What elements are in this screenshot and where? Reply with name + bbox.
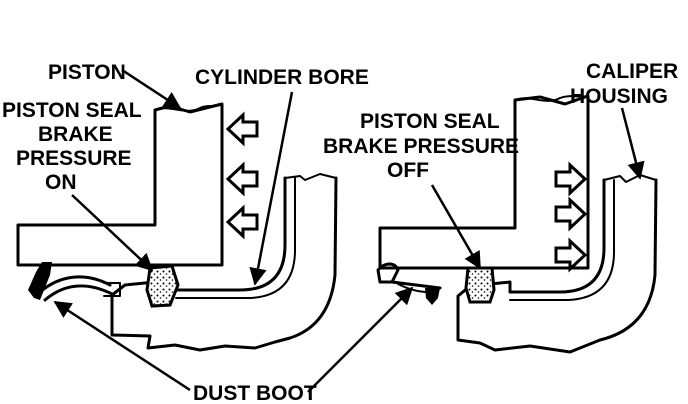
dust-boot-right-bead — [425, 288, 440, 305]
dust-boot-left — [28, 262, 52, 300]
dust-boot-right — [376, 262, 400, 284]
label-seal-on-1: PISTON SEAL — [2, 99, 142, 122]
leader-caliper-housing — [620, 107, 645, 180]
label-seal-on-4: ON — [45, 171, 77, 194]
caliper-housing-left — [110, 176, 338, 352]
label-caliper-housing-1: CALIPER — [586, 60, 678, 83]
label-seal-on-2: BRAKE — [38, 123, 113, 146]
labels: PISTON CYLINDER BORE CALIPER HOUSING PIS… — [2, 60, 678, 404]
label-piston: PISTON — [48, 61, 126, 84]
piston-right — [378, 94, 590, 270]
leader-cylinder-bore — [249, 91, 294, 286]
leader-lines — [53, 68, 645, 393]
label-cylinder-bore: CYLINDER BORE — [195, 66, 369, 89]
left-view — [16, 102, 338, 352]
leader-seal-on — [71, 194, 154, 272]
label-seal-on-3: PRESSURE — [16, 147, 132, 170]
label-seal-off-1: PISTON SEAL — [360, 110, 500, 133]
pressure-arrows-left — [225, 111, 259, 240]
leader-dust-boot-left — [53, 300, 191, 392]
label-seal-off-2: BRAKE PRESSURE — [323, 135, 519, 158]
label-dust-boot: DUST BOOT — [193, 382, 317, 404]
leader-piston — [121, 68, 182, 110]
right-view — [376, 94, 658, 354]
piston-seal-on — [145, 264, 180, 308]
label-caliper-housing-2: HOUSING — [570, 85, 668, 108]
caliper-housing-right — [456, 178, 658, 354]
piston-seal-off — [464, 266, 496, 304]
leader-dust-boot-right — [307, 286, 414, 393]
pressure-arrows-right — [554, 161, 588, 273]
leader-seal-off — [430, 184, 482, 270]
label-seal-off-3: OFF — [387, 159, 429, 182]
